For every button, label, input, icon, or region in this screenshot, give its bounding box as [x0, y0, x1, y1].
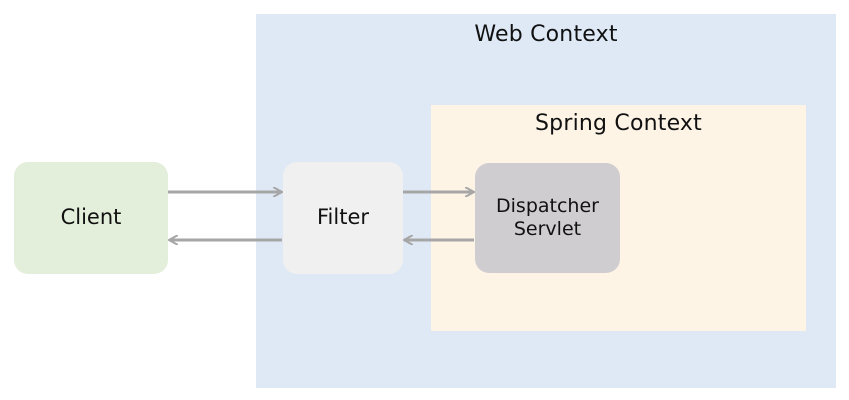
dispatcher-servlet-node: Dispatcher Servlet: [475, 163, 620, 273]
filter-label: Filter: [316, 205, 369, 230]
spring-context-title: Spring Context: [535, 111, 702, 136]
web-context-title: Web Context: [474, 22, 618, 47]
filter-node: Filter: [283, 162, 403, 274]
client-label: Client: [60, 205, 122, 230]
client-node: Client: [14, 162, 168, 274]
dispatcher-servlet-label: Dispatcher Servlet: [496, 195, 599, 240]
